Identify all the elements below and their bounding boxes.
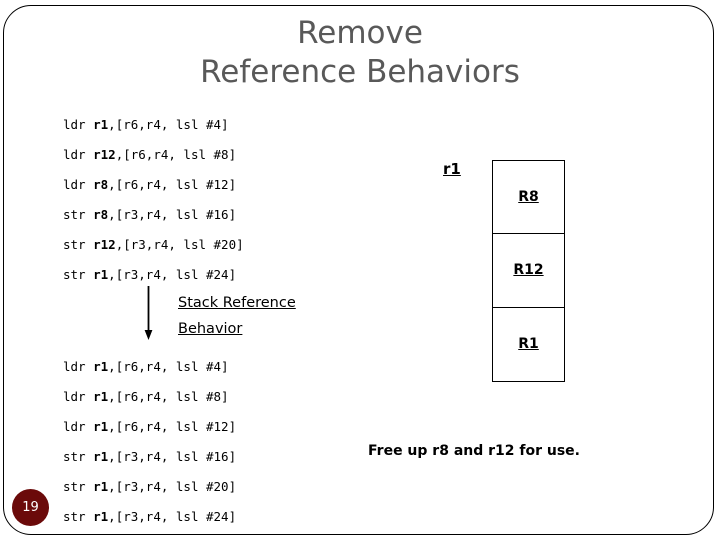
- code-operand: ,[r6,r4, lsl #8]: [108, 389, 229, 404]
- code-register: r1: [93, 389, 109, 404]
- code-opcode: ldr: [63, 359, 94, 374]
- register-cell-r1: R1: [518, 336, 539, 353]
- code-line: ldr r1,[r6,r4, lsl #8]: [63, 382, 236, 412]
- register-stack-label: r1: [443, 160, 461, 178]
- code-opcode: ldr: [63, 389, 94, 404]
- code-operand: ,[r3,r4, lsl #16]: [108, 207, 237, 222]
- code-opcode: str: [63, 267, 94, 282]
- register-cell-r8: R8: [493, 161, 564, 235]
- stack-reference-behavior-label: Stack Reference Behavior: [178, 290, 348, 342]
- code-operand: ,[r3,r4, lsl #24]: [108, 267, 237, 282]
- code-operand: ,[r3,r4, lsl #20]: [115, 237, 244, 252]
- code-operand: ,[r6,r4, lsl #8]: [115, 147, 237, 162]
- code-opcode: ldr: [63, 419, 94, 434]
- code-register: r1: [93, 509, 109, 524]
- code-opcode: str: [63, 479, 94, 494]
- code-register: r1: [93, 419, 109, 434]
- code-line: ldr r12,[r6,r4, lsl #8]: [63, 140, 244, 170]
- code-line: str r1,[r3,r4, lsl #16]: [63, 442, 236, 472]
- code-line: ldr r8,[r6,r4, lsl #12]: [63, 170, 244, 200]
- code-line: str r1,[r3,r4, lsl #24]: [63, 260, 244, 290]
- code-operand: ,[r3,r4, lsl #20]: [108, 479, 237, 494]
- code-register: r1: [93, 479, 109, 494]
- code-line: ldr r1,[r6,r4, lsl #4]: [63, 110, 244, 140]
- code-line: str r1,[r3,r4, lsl #24]: [63, 502, 236, 532]
- code-operand: ,[r6,r4, lsl #4]: [108, 359, 229, 374]
- code-line: str r12,[r3,r4, lsl #20]: [63, 230, 244, 260]
- register-stack-diagram: R8 R12 R1: [492, 160, 565, 382]
- code-opcode: ldr: [63, 177, 94, 192]
- code-line: str r8,[r3,r4, lsl #16]: [63, 200, 244, 230]
- code-register: r12: [93, 237, 116, 252]
- free-registers-note: Free up r8 and r12 for use.: [368, 443, 580, 459]
- code-register: r1: [93, 449, 109, 464]
- code-operand: ,[r3,r4, lsl #24]: [108, 509, 237, 524]
- slide-number-badge: 19: [12, 489, 49, 526]
- code-operand: ,[r3,r4, lsl #16]: [108, 449, 237, 464]
- code-line: ldr r1,[r6,r4, lsl #12]: [63, 412, 236, 442]
- code-register: r1: [93, 359, 109, 374]
- rewritten-code-listing: ldr r1,[r6,r4, lsl #4]ldr r1,[r6,r4, lsl…: [63, 352, 236, 532]
- code-operand: ,[r6,r4, lsl #12]: [108, 177, 237, 192]
- down-arrow-icon: [144, 286, 153, 340]
- code-operand: ,[r6,r4, lsl #4]: [108, 117, 229, 132]
- code-operand: ,[r6,r4, lsl #12]: [108, 419, 237, 434]
- code-line: ldr r1,[r6,r4, lsl #4]: [63, 352, 236, 382]
- page-title: Remove Reference Behaviors: [200, 15, 520, 90]
- stack-reference-line-1: Stack Reference: [178, 295, 296, 311]
- code-opcode: str: [63, 207, 94, 222]
- original-code-listing: ldr r1,[r6,r4, lsl #4]ldr r12,[r6,r4, ls…: [63, 110, 244, 290]
- code-register: r12: [93, 147, 116, 162]
- code-register: r1: [93, 267, 109, 282]
- stack-reference-line-2: Behavior: [178, 321, 243, 337]
- code-register: r8: [93, 207, 109, 222]
- register-cell-r12: R12: [493, 234, 564, 308]
- code-register: r8: [93, 177, 109, 192]
- code-opcode: str: [63, 449, 94, 464]
- code-opcode: str: [63, 509, 94, 524]
- code-opcode: str: [63, 237, 94, 252]
- code-register: r1: [93, 117, 109, 132]
- code-opcode: ldr: [63, 117, 94, 132]
- code-opcode: ldr: [63, 147, 94, 162]
- code-line: str r1,[r3,r4, lsl #20]: [63, 472, 236, 502]
